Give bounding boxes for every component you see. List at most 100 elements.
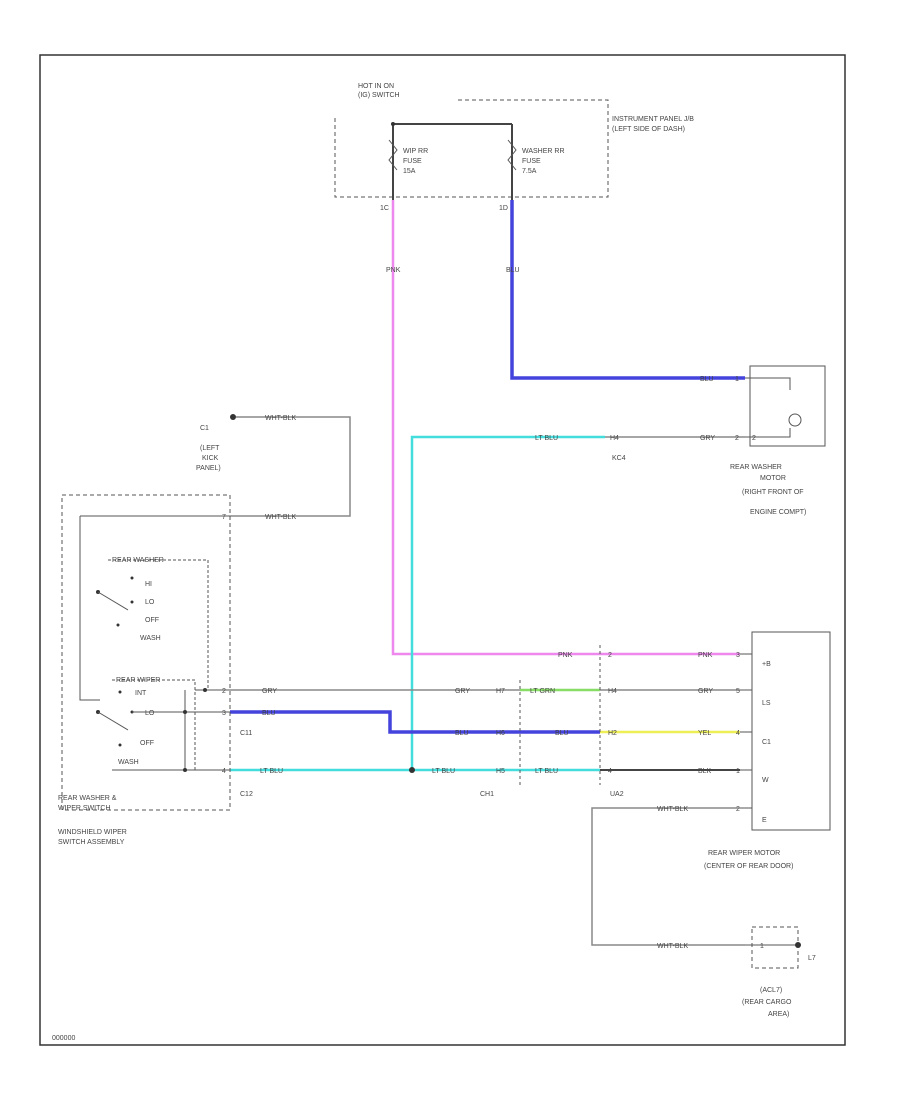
lt-blu-label-2: LT BLU [432, 768, 455, 775]
wiper-motor-name1: REAR WIPER MOTOR [708, 850, 780, 857]
blu-label-3: BLU [555, 730, 569, 737]
wiper-group-title: REAR WIPER [116, 677, 160, 684]
kc4-label: KC4 [612, 455, 626, 462]
switch-node-2 [183, 710, 187, 714]
lt-blu-label-1: LT BLU [260, 768, 283, 775]
fuse1-rating: 15A [403, 168, 416, 175]
switch-pin-top: 7 [222, 514, 226, 521]
ground-c1-loc2: KICK [202, 455, 219, 462]
switch-pin-b: 3 [222, 710, 226, 717]
wht-blk-label-top: WHT-BLK [265, 415, 296, 422]
switch-assembly-outline [61, 494, 231, 811]
ground-l7-point [795, 942, 801, 948]
pink-wire-label-mid: PNK [558, 652, 573, 659]
hot-label-line1: HOT IN ON [358, 83, 394, 90]
wht-blk-wire-c1 [230, 416, 351, 517]
switch-name-line2: WIPER SWITCH [58, 805, 111, 812]
wiper-pin-ls: LS [762, 700, 771, 707]
wiper-pos-int: INT [135, 690, 147, 697]
ua2-label: UA2 [610, 791, 624, 798]
wiper-pin-w: W [762, 777, 769, 784]
wpm-num-d: 1 [736, 768, 740, 775]
wpm-num-a: 3 [736, 652, 740, 659]
blue-wire-label-top: BLU [506, 267, 520, 274]
blue-wire-switch [230, 710, 600, 734]
ch1-pin-a: H7 [496, 688, 505, 695]
wiper-contact-off [118, 743, 122, 747]
junction-box-label-line1: INSTRUMENT PANEL J/B [612, 116, 694, 123]
c12-label: C12 [240, 791, 253, 798]
ground-l7-pin: 1 [760, 943, 764, 950]
diagram-frame [39, 54, 846, 1046]
ch1-label: CH1 [480, 791, 494, 798]
ch1-pin-b: H6 [496, 730, 505, 737]
ground-c1-point [230, 414, 236, 420]
ground-l7-loc2: (REAR CARGO [742, 999, 792, 1006]
blue-wire-label-right: BLU [700, 376, 714, 383]
switch-node-3 [183, 768, 187, 772]
pink-wire-label-right: PNK [698, 652, 713, 659]
gry-label-1: GRY [262, 688, 277, 695]
switch-common-left [79, 516, 100, 701]
washer-group-box [108, 559, 209, 690]
ua2-pin-b: H4 [608, 688, 617, 695]
fuse1-name: WIP RR [403, 148, 428, 155]
rear-washer-motor: 1 2 REAR WASHER MOTOR (RIGHT FRONT OF EN… [730, 365, 826, 516]
ground-c1-loc3: PANEL) [196, 465, 221, 472]
washer-motor-name1: REAR WASHER [730, 464, 782, 471]
wiper-pin-b: +B [762, 661, 771, 668]
rear-wiper-motor: +B LS C1 W E 3 5 4 1 2 REAR WIPER MOTOR … [704, 631, 831, 870]
wpm-num-e: 2 [736, 806, 740, 813]
junction-box-label-line2: (LEFT SIDE OF DASH) [612, 126, 685, 133]
fuse2-symbol [507, 139, 517, 171]
switch-node-1 [203, 688, 207, 692]
switch-assembly: REAR WASHER HI LO OFF WASH REAR WIPER IN… [58, 494, 231, 846]
wiper-pos-wash: WASH [118, 759, 139, 766]
wiper-contact-int [118, 690, 122, 694]
ground-c1-loc1: (LEFT [200, 445, 220, 452]
wiper-pos-lo: LO [145, 710, 155, 717]
fuse1-type: FUSE [403, 158, 422, 165]
wiper-motor-box [751, 631, 831, 831]
blu-label-1: BLU [262, 710, 276, 717]
washer-gry-label: GRY [700, 435, 715, 442]
blk-label: BLK [698, 768, 712, 775]
washer-motor-lead-2 [745, 428, 791, 438]
ground-l7-loc3: AREA) [768, 1011, 789, 1018]
blue-wire-washer [510, 200, 745, 380]
washer-motor-lead-1 [745, 377, 791, 390]
switch-pin-a: 2 [222, 688, 226, 695]
fuse2-pin: 1D [499, 205, 508, 212]
washer-motor-name2: MOTOR [760, 475, 786, 482]
c11-label: C11 [240, 730, 252, 737]
ua2-pin-a: 2 [608, 652, 612, 659]
ground-l7-connector [751, 926, 799, 969]
washer-pos-lo: LO [145, 599, 155, 606]
wiper-pin-c1: C1 [762, 739, 771, 746]
washer-motor-pin-a: 1 [735, 376, 739, 383]
ground-l7-loc1: (ACL7) [760, 987, 782, 994]
bus-dot [391, 122, 395, 126]
fuse2-name: WASHER RR [522, 148, 565, 155]
wht-blk-label-bottom: WHT-BLK [265, 514, 296, 521]
washer-motor-name3: (RIGHT FRONT OF [742, 489, 804, 496]
washer-group-title: REAR WASHER [112, 557, 164, 564]
switch-assembly-line2: SWITCH ASSEMBLY [58, 839, 125, 846]
wht-blk-label-l7-top: WHT-BLK [657, 806, 688, 813]
fuse1-pin: 1C [380, 205, 389, 212]
ch1-pin-c: H5 [496, 768, 505, 775]
hot-label-line2: (IG) SWITCH [358, 92, 400, 99]
switch-pin-c: 4 [222, 768, 226, 775]
ua2-pin-c: H2 [608, 730, 617, 737]
wiper-motor-leads [740, 653, 752, 809]
fuse2-rating: 7.5A [522, 168, 537, 175]
washer-pos-hi: HI [145, 581, 152, 588]
footer-code: 000000 [52, 1035, 75, 1042]
kc4-pin-b: 2 [735, 435, 739, 442]
switch-assembly-line1: WINDSHIELD WIPER [58, 829, 127, 836]
wiper-pin-e: E [762, 817, 767, 824]
wpm-num-b: 5 [736, 688, 740, 695]
washer-pos-off: OFF [145, 617, 159, 624]
fuse2-type: FUSE [522, 158, 541, 165]
